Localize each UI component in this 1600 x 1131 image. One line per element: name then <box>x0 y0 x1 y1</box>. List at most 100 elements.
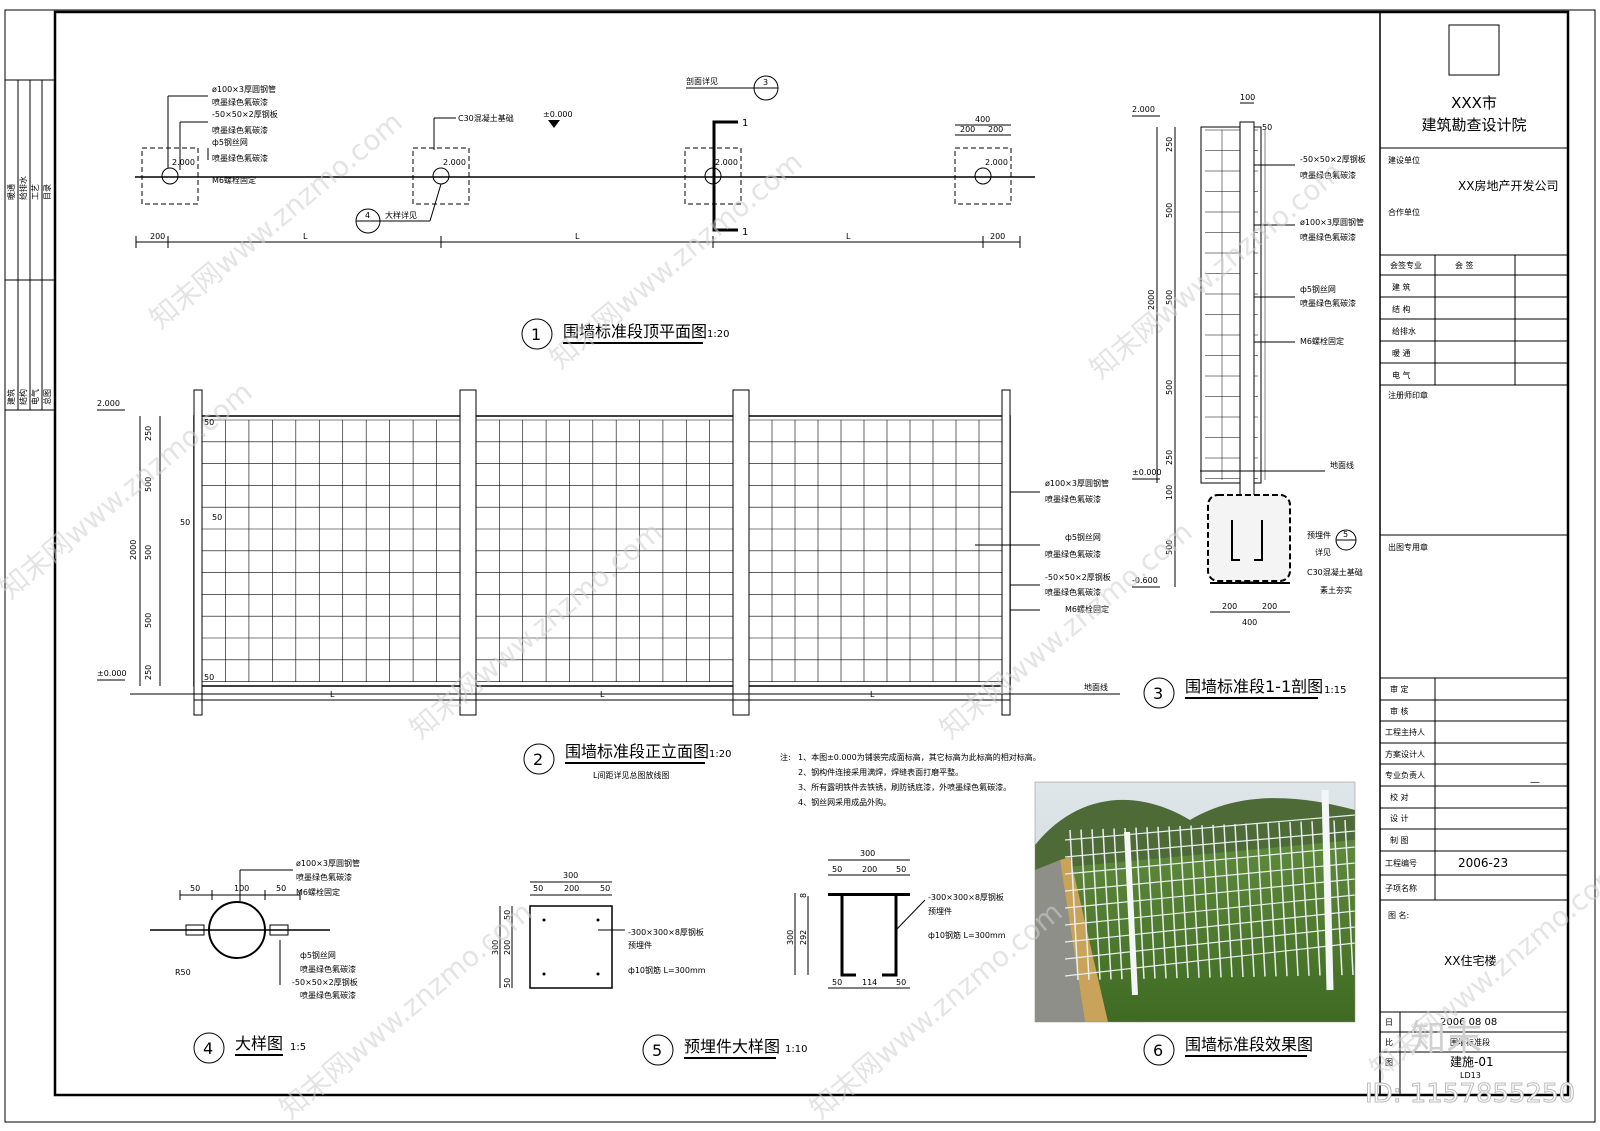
role-label: 方案设计人 <box>1385 749 1425 759</box>
dim: 200 <box>150 232 165 241</box>
elev-bottom: ±0.000 <box>97 669 127 678</box>
elev-label: ±0.000 <box>543 110 573 119</box>
logo-box <box>1448 24 1500 76</box>
cut-mark: 1 <box>742 227 748 238</box>
elev-label: ф5钢丝网 <box>1065 532 1101 542</box>
coop-unit-label: 合作单位 <box>1388 207 1420 217</box>
dim: L <box>303 232 308 241</box>
view-title: 围墙标准段正立面图 <box>565 742 709 761</box>
d5-vdim: 200 <box>503 940 512 955</box>
fence-wire <box>1064 894 1356 926</box>
view-number-circle <box>1143 1034 1175 1066</box>
d4-dim: 100 <box>234 884 249 893</box>
bottom-dim: 200 <box>1222 602 1237 611</box>
sign-header: 会签专业 <box>1390 260 1422 270</box>
d5s-dim: 300 <box>860 849 875 858</box>
institute-name: XXX市 <box>1451 94 1497 112</box>
d4-label: M6螺栓固定 <box>296 887 340 897</box>
sec-label: M6螺栓固定 <box>1300 336 1344 346</box>
fence-wire <box>1333 820 1343 976</box>
fence-wire <box>1064 814 1356 841</box>
embed-detail: 详见 <box>1315 547 1331 557</box>
elev-label: 喷墨绿色氟碳漆 <box>1045 549 1101 559</box>
sec-label: ø100×3厚圆钢管 <box>1300 217 1364 227</box>
view-scale: 1:15 <box>1324 685 1346 696</box>
view-number: 6 <box>1153 1041 1163 1060</box>
fence-wire <box>1267 822 1277 977</box>
d4-label: 喷墨绿色氟碳漆 <box>296 872 352 882</box>
d4-label: 喷墨绿色氟碳漆 <box>300 990 356 1000</box>
vdim: 100 <box>1165 485 1174 500</box>
post <box>732 389 750 716</box>
cut-line <box>712 120 738 232</box>
fence-photo: 6 围墙标准段效果图 <box>1034 781 1356 1066</box>
plan-label: ø100×3厚圆钢管 <box>212 84 276 94</box>
project-no-label: 工程编号 <box>1385 858 1417 868</box>
scale-value: 围墙标准段 <box>1450 1037 1490 1047</box>
d4-dim: 50 <box>190 884 200 893</box>
vdim: 500 <box>144 477 153 492</box>
elev-label: 喷墨绿色氟碳漆 <box>1045 587 1101 597</box>
hdim: L <box>600 690 605 699</box>
d5s-bottom: 50 <box>896 978 906 987</box>
fence-wire <box>1300 821 1310 976</box>
small-dim: 50 <box>204 673 214 682</box>
outer-border <box>4 9 1596 1123</box>
small-dim: 50 <box>180 518 190 527</box>
view-number: 4 <box>203 1039 213 1058</box>
title-block: XXX市 建筑勘查设计院 建设单位 XX房地产开发公司 合作单位 会签专业 会 … <box>1379 12 1568 1095</box>
fence-wire <box>1064 942 1356 977</box>
embed-no: 5 <box>1343 530 1348 539</box>
fence-wire <box>1157 826 1167 979</box>
sign-row: 电 气 <box>1392 370 1411 380</box>
sec-label: 喷墨绿色氟碳漆 <box>1300 170 1356 180</box>
d5-dim: 200 <box>564 884 579 893</box>
fence-wire <box>1212 824 1222 978</box>
clamp <box>185 924 205 936</box>
drawing-name: XX住宅楼 <box>1444 953 1496 968</box>
drawing-no: 建施-01 <box>1450 1055 1494 1069</box>
watermark: 知末网www.znzmo.com <box>403 515 668 745</box>
fence-wire <box>1113 828 1123 980</box>
fence-wire <box>1135 827 1145 979</box>
d5-label: ф10钢筋 L=300mm <box>628 965 706 975</box>
footing <box>954 147 1012 205</box>
d4-dim: 50 <box>276 884 286 893</box>
section-mesh <box>1205 129 1266 480</box>
view-number: 2 <box>533 750 543 769</box>
road <box>1035 860 1085 1022</box>
d5s-dim: 50 <box>832 865 842 874</box>
d4-label: -50×50×2厚钢板 <box>292 977 358 987</box>
fence-wire <box>1064 926 1356 960</box>
d5s-dim: 200 <box>862 865 877 874</box>
fence-post <box>1124 831 1138 996</box>
fence-wire <box>1223 824 1233 978</box>
section-view: 2.000 ±0.000 -0.600 250 500 500 500 250 … <box>1132 93 1366 709</box>
note-line: 1、本图±0.000为铺装完成面标高，其它标高为此标高的相对标高。 <box>798 752 1041 762</box>
elev-top: 2.000 <box>97 399 120 408</box>
post <box>459 389 477 716</box>
role-label: 工程主持人 <box>1385 727 1425 737</box>
notes: 注: 1、本图±0.000为铺装完成面标高，其它标高为此标高的相对标高。 2、钢… <box>780 752 1041 807</box>
sec-label: ф5钢丝网 <box>1300 284 1336 294</box>
view-number: 1 <box>531 325 541 344</box>
institute-name: 建筑勘查设计院 <box>1421 116 1526 134</box>
fence-wire <box>1289 821 1299 977</box>
fence-wire <box>1064 846 1356 875</box>
embed-label: 预埋件 <box>1307 530 1331 540</box>
role-label: 审 核 <box>1390 706 1409 716</box>
vdim: 500 <box>144 613 153 628</box>
post <box>432 167 450 185</box>
post-elev: 2.000 <box>985 158 1008 167</box>
fence-wire <box>1080 829 1090 980</box>
detail-4: 50 100 50 R50 ø100×3厚圆钢管 喷墨绿色氟碳漆 M6螺栓固定 … <box>150 858 360 1064</box>
concrete-footing <box>1207 494 1291 582</box>
d5-vdim: 50 <box>503 910 512 920</box>
d5s-v: 8 <box>799 893 808 898</box>
detail-ref: 大样详见 <box>385 210 417 220</box>
detail-no: 4 <box>365 211 370 220</box>
role-label: 制 图 <box>1390 835 1409 845</box>
build-unit-label: 建设单位 <box>1388 155 1420 165</box>
fence-wire <box>1245 823 1255 977</box>
note-line: 3、所有露明铁件去铁锈，刷防锈底漆，外喷墨绿色氟碳漆。 <box>798 782 1011 792</box>
